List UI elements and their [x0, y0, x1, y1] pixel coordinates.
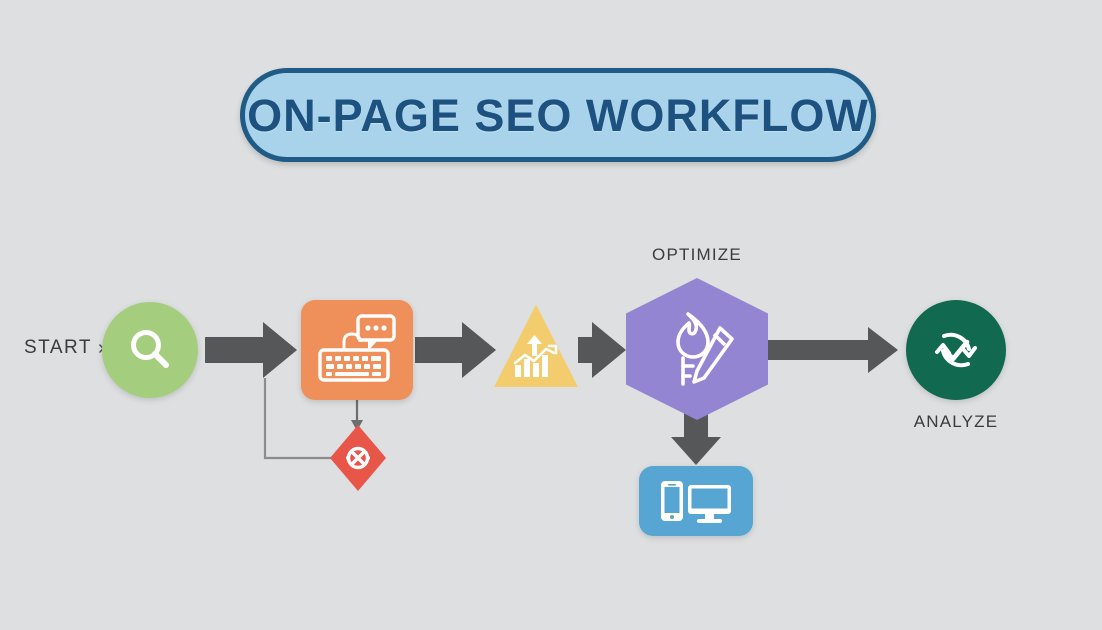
node-analyze[interactable] [906, 300, 1006, 400]
arrow-connector-3 [578, 322, 626, 378]
start-label: START › [24, 337, 106, 359]
node-responsive-devices[interactable] [639, 466, 753, 536]
flame-pencil-icon [676, 312, 734, 386]
growth-chart-icon [513, 335, 558, 377]
phone-desktop-icon [661, 481, 731, 523]
arrow-connector-2 [415, 322, 496, 378]
arrow-connector-down-thick [671, 413, 721, 465]
page-title: ON-PAGE SEO WORKFLOW [247, 89, 869, 141]
node-label-analyze: ANALYZE [913, 412, 999, 431]
arrow-connector-4 [768, 327, 898, 373]
keyboard-chat-icon [318, 314, 396, 382]
node-label-optimize: OPTIMIZE [652, 245, 742, 264]
node-content-writing[interactable] [301, 300, 413, 400]
page-title-banner: ON-PAGE SEO WORKFLOW [240, 68, 876, 162]
node-ranking-growth[interactable] [494, 304, 578, 387]
refresh-check-icon [935, 332, 977, 368]
start-label-text: START [24, 337, 93, 358]
arrow-connector-1 [205, 322, 297, 378]
node-keyword-research[interactable] [102, 302, 198, 398]
node-optimize[interactable] [626, 278, 768, 420]
chevron-right-icon: › [98, 338, 106, 358]
magnifier-icon [131, 330, 169, 368]
blocked-circle-icon [346, 446, 370, 470]
node-broken-link-check[interactable] [330, 425, 386, 491]
